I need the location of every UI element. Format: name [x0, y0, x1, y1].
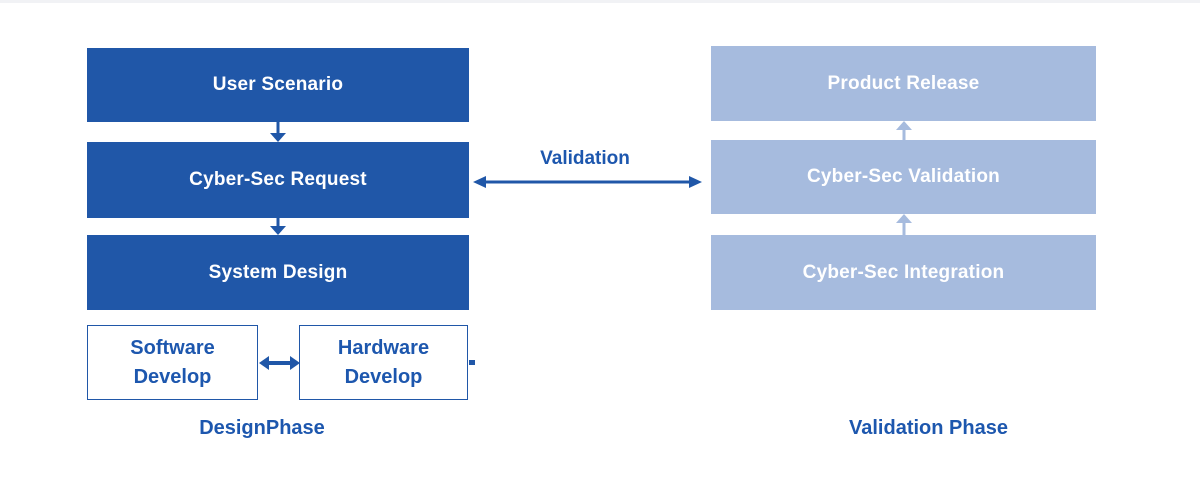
user-scenario-label: User Scenario — [212, 74, 344, 95]
user-scenario-box: User Scenario — [87, 48, 469, 122]
product-release-label: Product Release — [827, 72, 980, 94]
double-arrow-validation-icon — [473, 176, 702, 188]
cyber-sec-integration-box: Cyber-Sec Integration — [711, 235, 1096, 310]
validation-phase-label: Validation Phase — [849, 417, 1008, 439]
up-arrow-icon — [896, 214, 912, 235]
system-design-box: System Design — [87, 235, 469, 310]
cyber-sec-integration-label: Cyber-Sec Integration — [802, 261, 1005, 283]
product-release-box: Product Release — [711, 46, 1096, 121]
down-arrow-icon — [270, 122, 286, 142]
hardware-develop-box: Hardware Develop — [299, 325, 468, 400]
cyber-sec-request-box: Cyber-Sec Request — [87, 142, 469, 218]
system-design-label: System Design — [208, 261, 348, 283]
double-arrow-horizontal-icon — [259, 356, 300, 370]
up-arrow-icon — [896, 121, 912, 140]
cyber-sec-request-label: Cyber-Sec Request — [189, 169, 367, 190]
hardware-develop-label: Hardware Develop — [337, 336, 430, 388]
software-develop-box: Software Develop — [87, 325, 258, 400]
software-develop-label: Software Develop — [130, 336, 215, 388]
down-arrow-icon — [270, 218, 286, 235]
window-top-edge — [0, 0, 1200, 3]
cyber-sec-validation-box: Cyber-Sec Validation — [711, 140, 1096, 214]
design-phase-label: DesignPhase — [199, 417, 325, 439]
cyber-sec-validation-label: Cyber-Sec Validation — [806, 166, 1000, 187]
connector-stub — [469, 360, 475, 365]
validation-connector-label: Validation — [540, 148, 630, 169]
